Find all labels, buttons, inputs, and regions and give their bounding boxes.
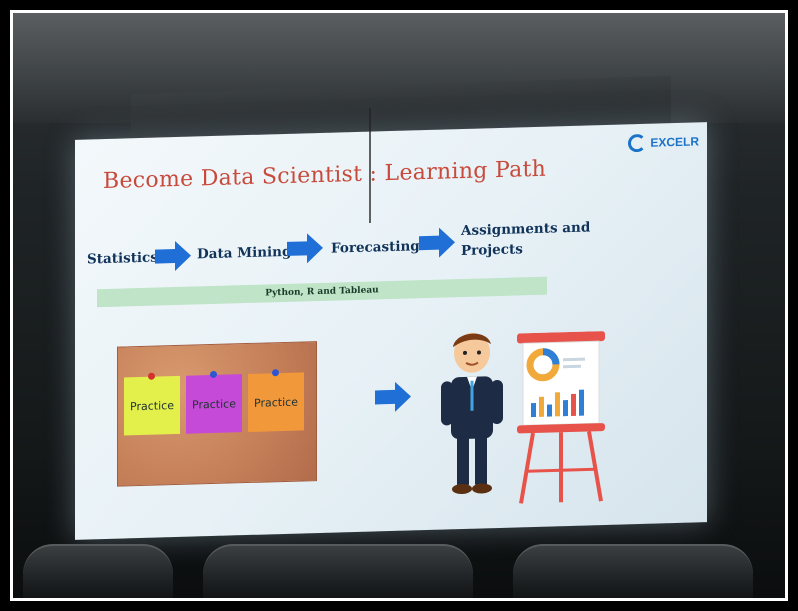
arrow-right-icon (375, 378, 411, 415)
sticky-note: Practice (248, 369, 304, 432)
step-forecasting: Forecasting (331, 238, 420, 257)
cork-board: Practice Practice Practice (117, 341, 317, 487)
arrow-right-icon (155, 241, 191, 272)
presenter-illustration (437, 328, 507, 500)
note-label: Practice (130, 398, 174, 413)
pin-icon (272, 369, 279, 377)
step-data-mining: Data Mining (197, 243, 292, 263)
step-assignments-projects: Assignments and Projects (461, 219, 591, 260)
photo-frame: EXCELR Become Data Scientist : Learning … (10, 10, 788, 601)
arrow-right-icon (419, 227, 455, 258)
step-statistics: Statistics (87, 249, 158, 268)
easel-chart-illustration (515, 331, 607, 506)
note-label: Practice (254, 395, 298, 410)
logo-text: EXCELR (650, 134, 699, 150)
slide-title: Become Data Scientist : Learning Path (103, 156, 547, 195)
pin-icon (210, 370, 217, 379)
logo: EXCELR (628, 128, 699, 156)
audience-seat (513, 544, 753, 598)
audience-seat (23, 544, 173, 598)
arrow-right-icon (287, 233, 323, 264)
audience-seat (203, 544, 473, 598)
sticky-note: Practice (186, 370, 242, 434)
note-label: Practice (192, 396, 236, 412)
pin-icon (148, 372, 155, 380)
lecture-room: EXCELR Become Data Scientist : Learning … (13, 13, 785, 598)
logo-icon (628, 133, 647, 153)
tools-bar: Python, R and Tableau (97, 276, 547, 308)
sticky-note: Practice (124, 372, 180, 436)
hanging-cable (369, 108, 371, 223)
projector-screen: EXCELR Become Data Scientist : Learning … (75, 122, 707, 540)
